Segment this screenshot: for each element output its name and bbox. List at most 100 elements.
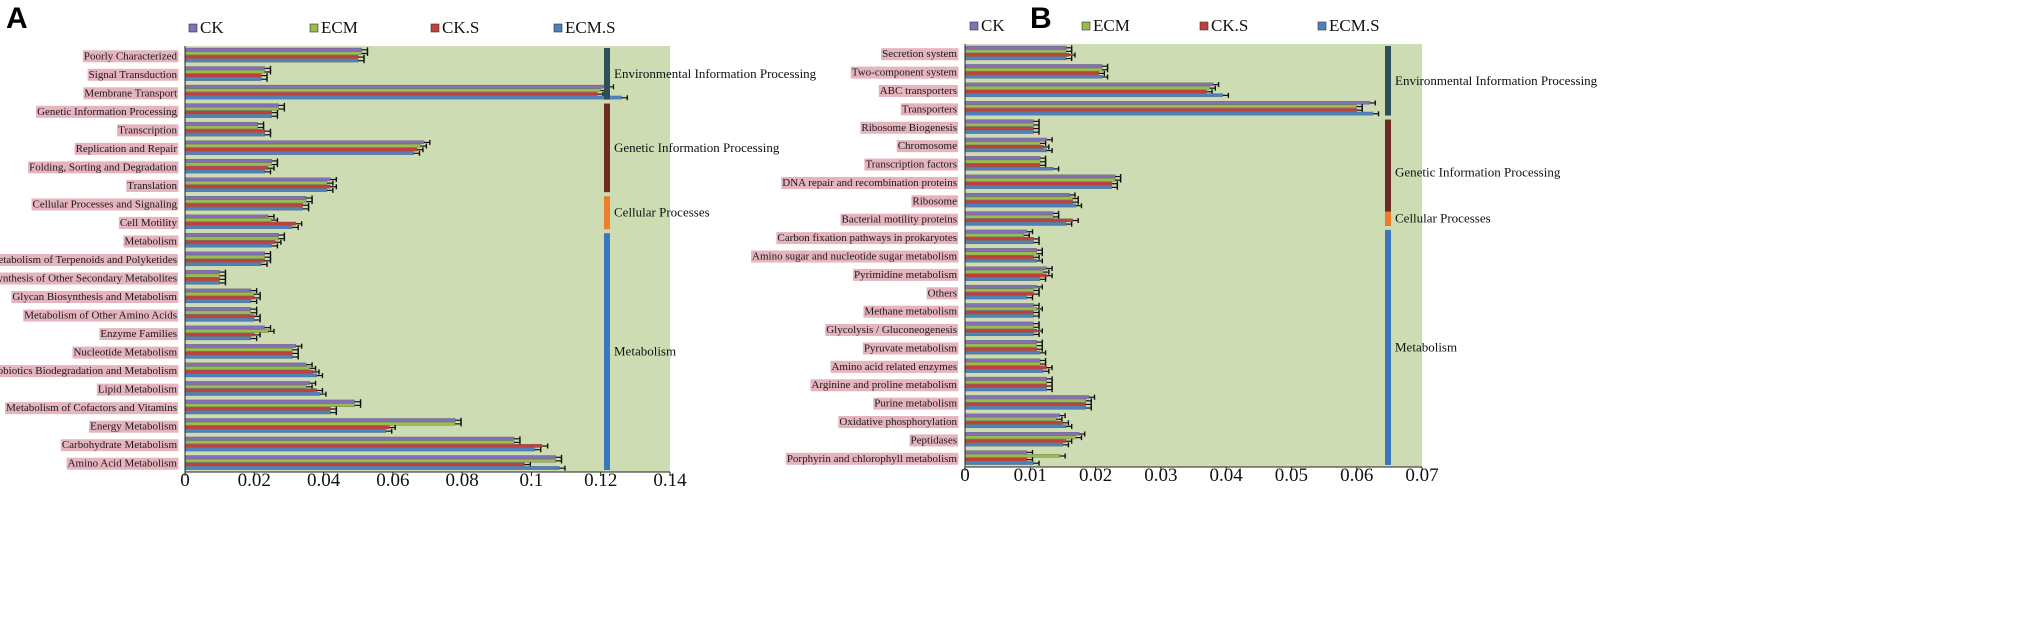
- bar-ecm-s: [184, 281, 220, 285]
- bar-ck-s: [184, 295, 255, 300]
- x-tick-label: 0.06: [1340, 465, 1373, 486]
- bar-ecm-s: [184, 373, 317, 378]
- bar-ck-s: [964, 384, 1047, 388]
- bar-ck-s: [964, 218, 1073, 223]
- bar-ck-s: [964, 273, 1047, 278]
- x-tick-label: 0.02: [238, 470, 271, 491]
- category-label: Lipid Metabolism: [98, 384, 178, 396]
- bar-ck: [184, 158, 272, 163]
- bar-ck-s: [964, 457, 1028, 462]
- bar-ck-s: [184, 240, 276, 244]
- bar-ck: [964, 156, 1041, 160]
- bar-ecm-s: [184, 243, 272, 248]
- category-label: Replication and Repair: [76, 143, 178, 155]
- bar-ck-s: [964, 328, 1037, 333]
- legend-label-ecm: ECM: [1093, 16, 1130, 35]
- category-label: Metabolism: [124, 235, 177, 247]
- bar-ck: [184, 455, 556, 459]
- bar-ck: [964, 358, 1041, 362]
- bar-ecm: [964, 104, 1357, 109]
- bar-ecm-s: [964, 332, 1034, 337]
- group-bracket-metabolism: [604, 233, 610, 470]
- bar-ecm-s: [184, 114, 272, 118]
- bar-ck-s: [964, 145, 1044, 149]
- bar-ck-s: [184, 184, 331, 189]
- category-label-bg: [926, 287, 958, 300]
- bar-ck: [184, 251, 265, 256]
- bar-ecm: [964, 178, 1116, 182]
- group-bracket-environmental-information-processing: [604, 48, 610, 100]
- category-label-bg: [123, 235, 179, 248]
- bar-ck-s: [184, 55, 359, 59]
- category-label: Amino acid related enzymes: [831, 361, 957, 373]
- category-label-bg: [126, 179, 179, 192]
- category-label-bg: [900, 103, 958, 116]
- bar-ecm-s: [964, 369, 1044, 373]
- bar-ecm: [184, 403, 355, 407]
- category-label: Amino sugar and nucleotide sugar metabol…: [752, 251, 957, 263]
- legend-swatch-ck-s: [1199, 21, 1209, 31]
- bar-ck-s: [964, 402, 1086, 406]
- group-label-environmental-information-processing: Environmental Information Processing: [614, 66, 817, 81]
- bar-ck-s: [184, 203, 303, 207]
- bar-ecm: [964, 86, 1210, 90]
- bar-ecm-s: [184, 355, 293, 359]
- group-label-cellular-processes: Cellular Processes: [614, 205, 710, 220]
- bar-ecm: [964, 417, 1057, 421]
- group-bracket-environmental-information-processing: [1385, 46, 1391, 116]
- category-label: Oxidative phosphorylation: [839, 416, 957, 428]
- category-label-bg: [781, 176, 958, 189]
- bar-ecm-s: [184, 132, 265, 137]
- category-label-bg: [96, 383, 179, 396]
- bar-ck: [964, 450, 1028, 454]
- bar-ck-s: [964, 200, 1073, 204]
- bar-ck-s: [964, 236, 1034, 241]
- category-label: Xenobiotics Biodegradation and Metabolis…: [0, 365, 177, 377]
- category-label-bg: [117, 124, 179, 137]
- bar-ecm: [964, 306, 1037, 311]
- category-label-bg: [862, 342, 959, 355]
- bar-ck: [184, 47, 362, 52]
- legend-label-ck: CK: [200, 18, 224, 37]
- category-label: Glycolysis / Gluconeogenesis: [826, 324, 957, 336]
- legend-label-ck-s: CK.S: [442, 18, 479, 37]
- category-label-bg: [751, 250, 959, 263]
- category-label-bg: [74, 142, 179, 155]
- category-label-bg: [853, 268, 959, 281]
- group-label-environmental-information-processing: Environmental Information Processing: [1395, 73, 1598, 88]
- bar-ecm: [184, 181, 328, 185]
- legend-swatch-ecm: [1081, 21, 1091, 31]
- bar-ecm-s: [964, 406, 1086, 410]
- bar-ecm: [964, 288, 1034, 293]
- bar-ck-s: [184, 110, 272, 115]
- group-label-genetic-information-processing: Genetic Information Processing: [1395, 165, 1561, 180]
- category-label: Transcription: [118, 124, 177, 136]
- bar-ck-s: [964, 163, 1041, 167]
- x-tick-label: 0.14: [653, 470, 687, 491]
- bar-ck: [184, 196, 307, 200]
- bar-ecm-s: [184, 206, 303, 211]
- bar-ck: [184, 66, 265, 70]
- category-label: Cell Motility: [120, 217, 178, 229]
- x-tick-label: 0.12: [584, 470, 617, 491]
- category-label-bg: [31, 198, 179, 211]
- category-label-bg: [840, 213, 958, 226]
- bar-ecm: [964, 251, 1037, 256]
- bar-ck: [184, 307, 251, 311]
- bar-ck-s: [184, 388, 317, 393]
- category-label: Pyrimidine metabolism: [854, 269, 957, 281]
- x-tick-label: 0.04: [1210, 465, 1244, 486]
- bar-ck-s: [184, 258, 265, 263]
- category-label-bg: [72, 346, 179, 359]
- category-label: Carbohydrate Metabolism: [62, 439, 178, 451]
- category-label-bg: [23, 309, 178, 322]
- category-label: Metabolism of Terpenoids and Polyketides: [0, 254, 177, 266]
- category-label-bg: [830, 360, 958, 373]
- bar-ecm: [184, 347, 293, 352]
- bar-ecm-s: [964, 185, 1113, 189]
- bar-ck-s: [184, 73, 262, 78]
- category-label-bg: [785, 452, 959, 465]
- bar-ck: [184, 177, 331, 182]
- category-label-bg: [66, 457, 179, 470]
